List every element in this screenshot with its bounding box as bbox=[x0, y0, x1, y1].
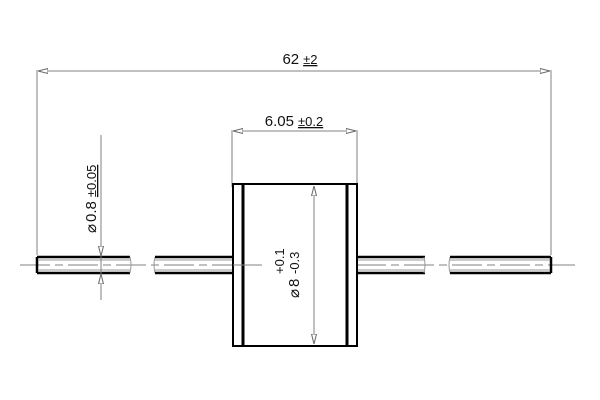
overall-length-dimension: 62±2 bbox=[36, 51, 552, 255]
body-diameter-upper-tol: +0.1 bbox=[272, 248, 287, 274]
body-length-dimension: 6.05±0.2 bbox=[231, 113, 358, 187]
component-body bbox=[232, 183, 358, 347]
left-lead-inner bbox=[153, 255, 233, 275]
body-diameter-lower-tol: -0.3 bbox=[287, 252, 302, 274]
overall-length-label: 62±2 bbox=[282, 51, 317, 68]
body-diameter-dimension: ⌀8 -0.3 +0.1 bbox=[272, 186, 314, 344]
right-lead-inner bbox=[357, 255, 426, 275]
right-lead-outer bbox=[448, 255, 553, 275]
left-lead-outer bbox=[35, 255, 132, 275]
body-diameter-label: ⌀8 bbox=[286, 279, 303, 298]
lead-diameter-label: ⌀0.8±0.05 bbox=[83, 165, 100, 233]
body-length-label: 6.05±0.2 bbox=[265, 113, 323, 130]
lead-diameter-dimension: ⌀0.8±0.05 bbox=[83, 135, 101, 300]
